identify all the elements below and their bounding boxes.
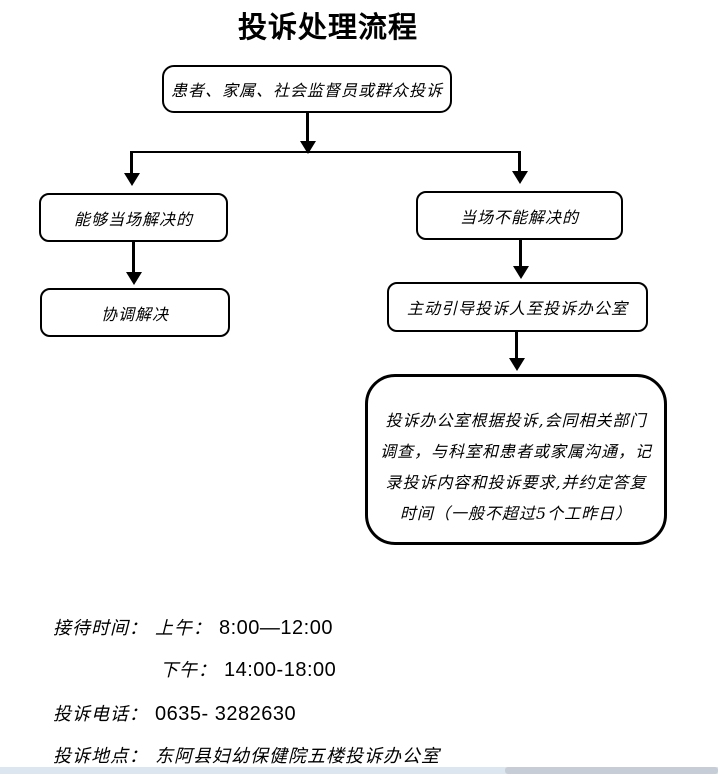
complaint-phone-value: 0635- 3282630 bbox=[155, 703, 297, 725]
node-resolvable-on-spot: 能够当场解决的 bbox=[39, 193, 228, 242]
arrow-right-branch-line bbox=[518, 151, 521, 172]
afternoon-time-value: 14:00-18:00 bbox=[224, 659, 337, 681]
node-office-process: 投诉办公室根据投诉,会同相关部门 调查，与科室和患者或家属沟通，记 录投诉内容和… bbox=[365, 374, 667, 545]
horizontal-scrollbar-track[interactable] bbox=[0, 767, 718, 774]
arrow-right-branch-head-icon bbox=[512, 171, 528, 184]
arrow-right-mid-head-icon bbox=[513, 266, 529, 279]
horizontal-scrollbar-thumb[interactable] bbox=[505, 767, 718, 774]
complaint-phone-label: 投诉电话： bbox=[53, 704, 148, 725]
node-coordinate-resolve: 协调解决 bbox=[40, 288, 230, 337]
arrow-left-mid-line bbox=[132, 242, 135, 273]
branch-horizontal-line bbox=[130, 151, 521, 153]
page-title: 投诉处理流程 bbox=[237, 10, 418, 44]
complaint-address-line: 投诉地点： 东阿县妇幼保健院五楼投诉办公室 bbox=[53, 742, 440, 768]
arrow-source-down-head-icon bbox=[300, 141, 316, 154]
node-guide-to-office: 主动引导投诉人至投诉办公室 bbox=[387, 282, 648, 332]
complaint-address-label: 投诉地点： bbox=[53, 746, 148, 767]
arrow-source-down-line bbox=[306, 113, 309, 142]
afternoon-time-line: 下午： 14:00-18:00 bbox=[160, 656, 336, 682]
arrow-left-branch-line bbox=[130, 151, 133, 174]
morning-label: 上午： bbox=[155, 618, 212, 639]
reception-time-line: 接待时间： 上午： 8:00—12:00 bbox=[53, 614, 333, 640]
morning-time-value: 8:00—12:00 bbox=[219, 617, 333, 639]
complaint-address-value: 东阿县妇幼保健院五楼投诉办公室 bbox=[155, 746, 440, 767]
node-complaint-source: 患者、家属、社会监督员或群众投诉 bbox=[162, 65, 452, 113]
node-not-resolvable-on-spot: 当场不能解决的 bbox=[416, 191, 623, 240]
arrow-right-low-line bbox=[515, 332, 518, 359]
arrow-right-low-head-icon bbox=[509, 358, 525, 371]
arrow-left-mid-head-icon bbox=[126, 272, 142, 285]
complaint-phone-line: 投诉电话： 0635- 3282630 bbox=[53, 700, 296, 726]
afternoon-label: 下午： bbox=[160, 660, 217, 681]
arrow-left-branch-head-icon bbox=[124, 173, 140, 186]
reception-time-label: 接待时间： bbox=[53, 618, 148, 639]
arrow-right-mid-line bbox=[519, 240, 522, 267]
